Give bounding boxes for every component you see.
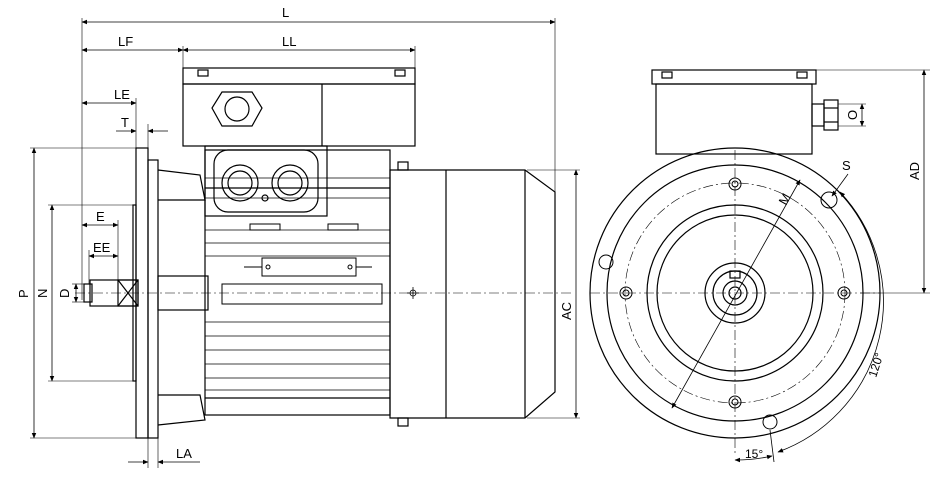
label-L: L: [282, 5, 289, 20]
front-view-labels: AD O M S 120° 15°: [745, 110, 922, 461]
angle-arcs: [734, 191, 884, 463]
rating-plate: [221, 223, 383, 305]
label-D: D: [57, 289, 72, 298]
front-view: AD O M S 120° 15°: [589, 69, 930, 463]
label-N: N: [35, 289, 50, 298]
side-view-labels: L LF LL LE T E EE D P N LA AC: [16, 5, 574, 461]
terminal-box: [182, 67, 416, 217]
front-terminal-box: [651, 69, 839, 155]
front-extension-lines: [816, 69, 930, 294]
center-mark: [407, 287, 419, 299]
label-LA: LA: [176, 446, 192, 461]
motor-body: [204, 149, 391, 416]
label-LL: LL: [282, 34, 296, 49]
label-M: M: [776, 191, 794, 208]
label-O: O: [845, 110, 860, 120]
front-centerlines: [590, 150, 880, 455]
label-EE: EE: [93, 240, 111, 255]
label-AD: AD: [907, 162, 922, 180]
label-S: S: [842, 158, 851, 173]
label-T: T: [121, 115, 129, 130]
label-angle-15: 15°: [745, 447, 763, 461]
side-view: L LF LL LE T E EE D P N LA AC: [16, 5, 580, 468]
front-dimension-lines: [859, 69, 927, 294]
extension-lines: [30, 18, 580, 468]
fan-cover: [389, 161, 556, 427]
label-E: E: [96, 209, 105, 224]
dim-M: [671, 179, 801, 409]
label-LE: LE: [114, 87, 130, 102]
label-angle-120: 120°: [866, 351, 887, 379]
label-AC: AC: [559, 302, 574, 320]
cooling-fins: [205, 177, 390, 391]
dimension-lines: [31, 19, 579, 465]
label-P: P: [16, 289, 31, 298]
label-LF: LF: [118, 34, 133, 49]
